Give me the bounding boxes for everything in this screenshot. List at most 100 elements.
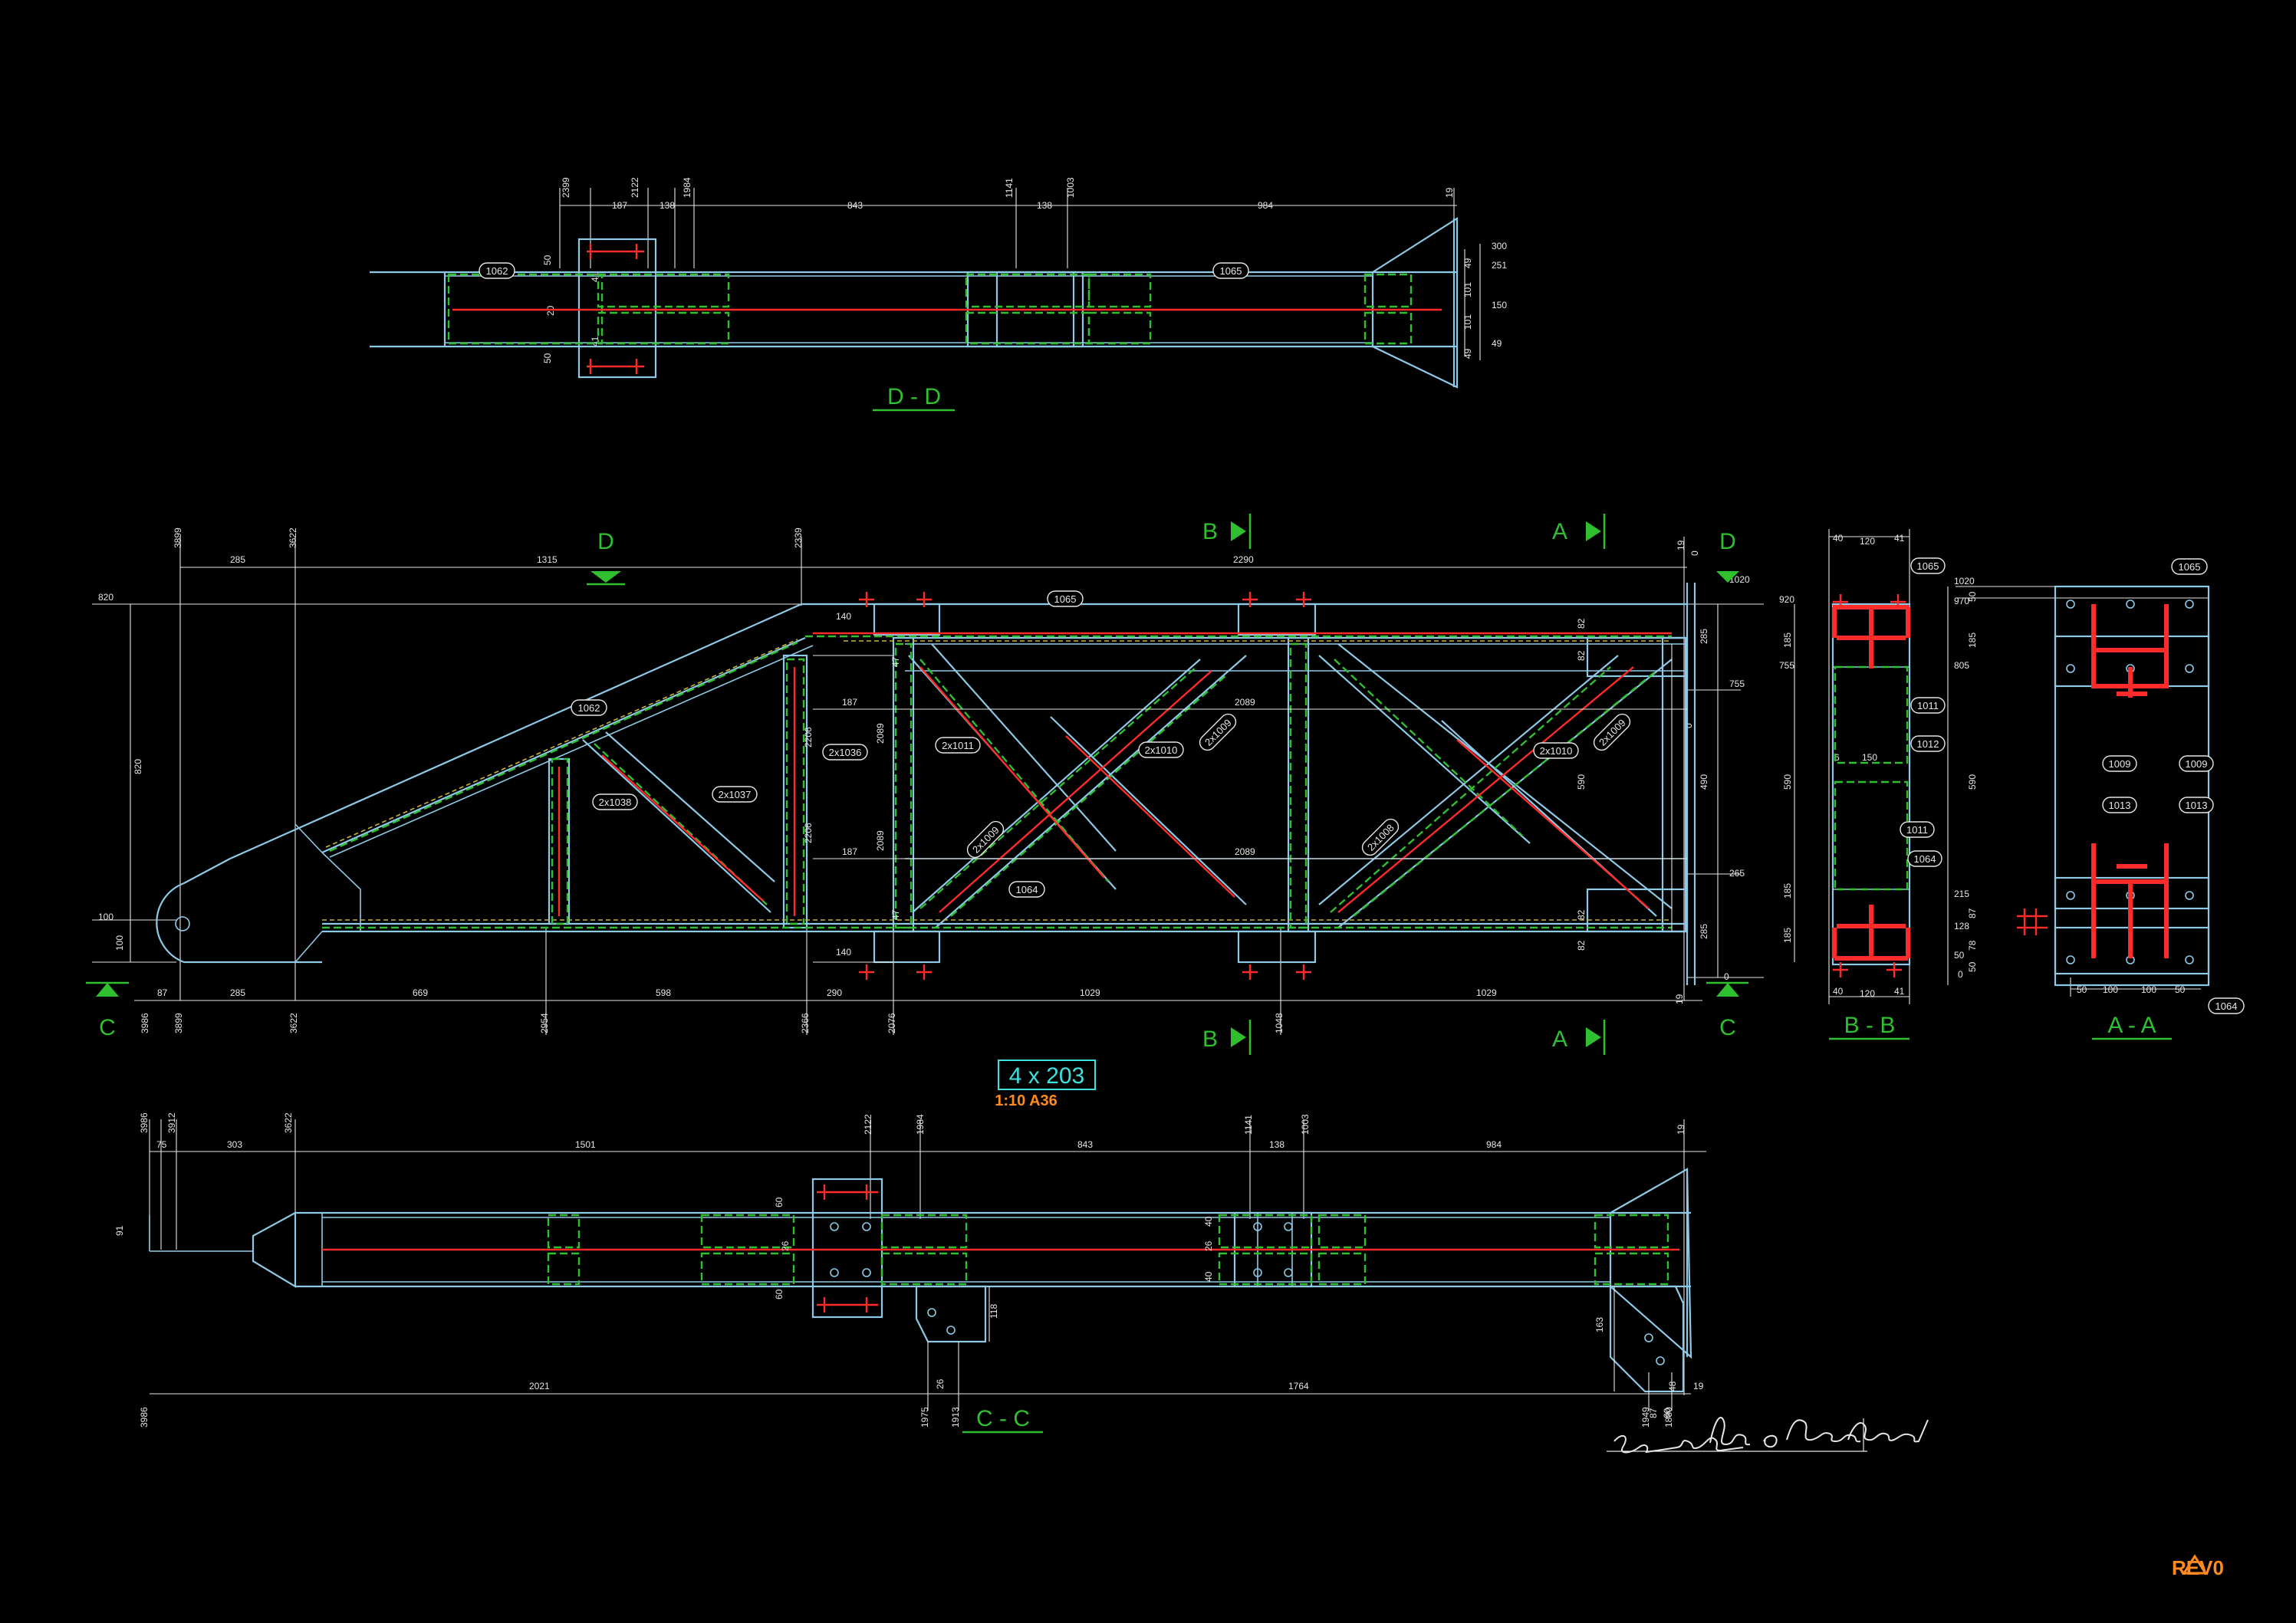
main-inner-label: 187 — [842, 846, 857, 857]
main-part-tag: 2x1010 — [1138, 741, 1184, 758]
aa-dim-label: 50 — [1967, 591, 1978, 602]
cc-dim-label: 19 — [1676, 1124, 1686, 1135]
main-part-tag: 2x1038 — [592, 793, 638, 810]
main-dim-label: 820 — [133, 759, 143, 774]
bb-dim-label: 120 — [1860, 988, 1875, 999]
view-dd: 2399 187 2122 138 1984 843 1141 138 1003… — [370, 177, 1507, 412]
svg-text:2x1036: 2x1036 — [829, 747, 862, 758]
svg-text:1065: 1065 — [1917, 560, 1939, 572]
aa-part-tag: 1013 — [2179, 797, 2214, 813]
main-dim-label: 1315 — [537, 554, 558, 565]
cc-side-label: 60 — [1662, 1408, 1673, 1418]
dd-side-label: 49 — [1462, 348, 1473, 359]
aa-dim-label: 0 — [1958, 969, 1963, 980]
main-dim-label: 3899 — [173, 527, 183, 548]
cc-dim-label: 984 — [1486, 1139, 1502, 1150]
svg-text:1062: 1062 — [578, 702, 600, 714]
main-dim-ord: 3986 — [140, 1013, 150, 1033]
aa-dim-label: 87 — [1967, 908, 1978, 918]
dd-side-label: 150 — [1492, 300, 1507, 310]
main-inner-label: 2089 — [875, 723, 886, 744]
svg-text:1065: 1065 — [2179, 561, 2201, 573]
bb-dim-label: 40 — [1833, 986, 1844, 997]
dd-part-tag: 1065 — [1212, 262, 1249, 279]
dd-side-label: 50 — [542, 353, 553, 363]
main-inner-label: 2089 — [1235, 846, 1255, 857]
svg-text:A: A — [1552, 519, 1567, 544]
cc-view-label: C - C — [976, 1406, 1030, 1431]
cc-dim-label: 3912 — [166, 1112, 177, 1133]
dd-dim-label: 1984 — [682, 177, 692, 198]
aa-dim-label: 50 — [2175, 984, 2186, 995]
main-part-tag: 2x1008 — [1361, 818, 1400, 856]
cc-dim-label: 843 — [1077, 1139, 1093, 1150]
cc-side-label: 40 — [1203, 1271, 1214, 1282]
bb-dim-label: 590 — [1782, 774, 1793, 790]
aa-section — [2017, 585, 2210, 987]
svg-text:B: B — [1202, 1027, 1218, 1052]
aa-dim-label: 805 — [1954, 660, 1969, 671]
main-dim-ord: 2954 — [539, 1013, 550, 1033]
bb-part-tag: 1011 — [1900, 821, 1935, 838]
dd-view-label: D - D — [887, 384, 941, 409]
dd-red-marks — [587, 244, 644, 374]
dd-beam — [370, 216, 1459, 389]
svg-text:1013: 1013 — [2109, 800, 2131, 811]
scale-material-label: 1:10 A36 — [995, 1092, 1058, 1109]
aa-part-tag: 1013 — [2102, 797, 2137, 813]
main-part-tag: 2x1037 — [712, 786, 758, 803]
section-marker-b-top: B — [1202, 514, 1252, 549]
dd-dim-label: 2399 — [561, 177, 571, 198]
svg-text:2x1037: 2x1037 — [719, 789, 752, 800]
cc-side-label: 26 — [1203, 1240, 1214, 1251]
main-dim-label: 0 — [1683, 723, 1694, 728]
section-marker-a-top: A — [1552, 514, 1606, 549]
main-dim-label: 285 — [230, 554, 245, 565]
main-inner-label: 2089 — [1235, 697, 1255, 708]
svg-text:1009: 1009 — [2109, 758, 2131, 770]
svg-text:B: B — [1202, 519, 1218, 544]
dd-side-label: 251 — [1492, 260, 1507, 271]
bb-dim-label: 150 — [1862, 752, 1877, 763]
bb-part-tag: 1012 — [1910, 735, 1946, 752]
main-dim-label: 285 — [1699, 629, 1709, 644]
cc-bottom-label: 1949 — [1640, 1407, 1651, 1428]
cc-bottom-label: 1975 — [919, 1407, 930, 1428]
main-part-tag: 1062 — [571, 699, 607, 716]
main-inner-label: 82 — [1576, 940, 1587, 951]
cc-dim-label: 1141 — [1243, 1115, 1254, 1135]
revision-block: REV0 — [2172, 1554, 2224, 1579]
aa-dim-label: 50 — [1954, 950, 1965, 961]
cc-dim-label: 3622 — [283, 1112, 294, 1133]
svg-text:1062: 1062 — [486, 265, 508, 277]
dd-side-label: 300 — [1492, 241, 1507, 251]
cc-dim-label: 138 — [1269, 1139, 1285, 1150]
main-dim-label: 265 — [1729, 868, 1745, 879]
truss-centerlines — [558, 632, 1672, 916]
cc-side-label: 26 — [780, 1240, 791, 1251]
main-part-tag: 2x1010 — [1533, 742, 1579, 759]
main-part-tag: 2x1011 — [935, 737, 981, 754]
bb-dim-label: 41 — [1894, 986, 1905, 997]
main-dim-label: 669 — [413, 987, 428, 998]
dd-dim-label: 984 — [1258, 200, 1273, 211]
dd-dim-labels: 2399 187 2122 138 1984 843 1141 138 1003… — [561, 177, 1455, 211]
signature — [1607, 1417, 1929, 1454]
main-dim-ord: 2076 — [886, 1013, 897, 1033]
cc-bottom-label: 1880 — [1663, 1407, 1674, 1428]
bb-dim-label: 41 — [1894, 533, 1905, 544]
section-marker-d-left: D — [587, 529, 625, 586]
aa-dim-label: 50 — [2077, 984, 2087, 995]
dd-dimension-chain — [559, 188, 1457, 268]
cc-bottom-label: 1913 — [950, 1407, 961, 1428]
main-dim-label: 1020 — [1729, 574, 1750, 585]
main-dim-label: 19 — [1676, 540, 1686, 550]
aa-dim-label: 1020 — [1954, 576, 1975, 586]
svg-text:2x1011: 2x1011 — [942, 740, 974, 751]
aa-dim-label: 590 — [1967, 774, 1978, 790]
revision-label: REV0 — [2172, 1556, 2224, 1579]
dd-side-label: 101 — [1462, 314, 1473, 330]
main-inner-label: 47 — [890, 909, 901, 920]
main-top-dims: 3899 285 3622 1315 2339 2290 19 0 — [173, 527, 1700, 1000]
